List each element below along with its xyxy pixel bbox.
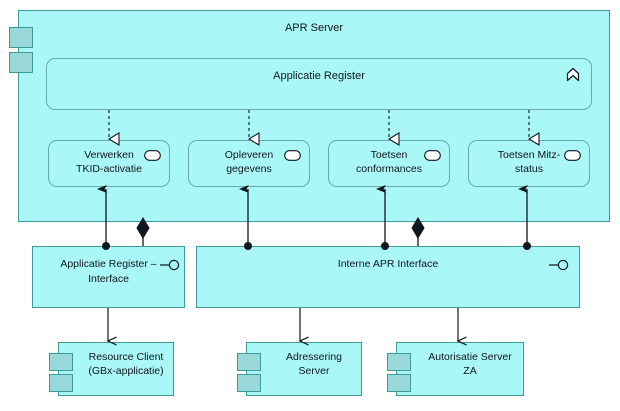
function-label-line2: gegevens: [226, 163, 272, 175]
component-label: Autorisatie Server ZA: [423, 350, 517, 378]
component-label: Adressering Server: [273, 350, 355, 378]
rounded-rect-service-icon: [424, 150, 441, 161]
lollipop-socket-icon: [549, 259, 569, 271]
interface-applicatie-register[interactable]: Applicatie Register – Interface: [32, 246, 185, 308]
component-tab-icon: [237, 353, 261, 371]
component-adressering-server[interactable]: Adressering Server: [237, 342, 362, 396]
function-label-line2: status: [514, 163, 543, 175]
function-label-line1: Opleveren: [224, 149, 274, 161]
rounded-rect-service-icon: [144, 150, 161, 161]
interface-label-line1: Applicatie Register –: [60, 258, 157, 270]
component-tab-icon: [49, 353, 73, 371]
interface-label: Applicatie Register – Interface: [41, 257, 176, 287]
chevron-up-icon: [566, 67, 580, 82]
function-label-line2: conformances: [356, 163, 422, 175]
component-label-line2: (GBx-applicatie): [88, 365, 164, 377]
assignment-connectors: [108, 308, 458, 341]
component-autorisatie-server-za[interactable]: Autorisatie Server ZA: [387, 342, 524, 396]
component-label-line2: ZA: [463, 365, 477, 377]
component-resource-client[interactable]: Resource Client (GBx-applicatie): [49, 342, 174, 396]
function-label-line2: TKID-activatie: [76, 163, 142, 175]
component-tab-icon: [9, 27, 33, 48]
function-verwerken-tkid-activatie[interactable]: Verwerken TKID-activatie: [48, 140, 170, 187]
component-label-line1: Adressering: [285, 351, 343, 363]
function-label-line1: Toetsen: [370, 149, 408, 161]
lollipop-socket-icon: [160, 259, 180, 271]
component-label-line1: Autorisatie Server: [428, 351, 512, 363]
function-toetsen-conformances[interactable]: Toetsen conformances: [328, 140, 450, 187]
function-label: Toetsen Mitz- status: [473, 148, 585, 176]
function-label-line1: Toetsen Mitz-: [497, 149, 561, 161]
applicatie-register-box[interactable]: Applicatie Register: [46, 58, 592, 110]
interface-interne-apr[interactable]: Interne APR Interface: [196, 246, 580, 308]
component-tab-icon: [387, 353, 411, 371]
function-label: Opleveren gegevens: [193, 148, 305, 176]
function-opleveren-gegevens[interactable]: Opleveren gegevens: [188, 140, 310, 187]
applicatie-register-label: Applicatie Register: [273, 70, 365, 82]
component-label-line2: Server: [298, 365, 330, 377]
function-label: Toetsen conformances: [333, 148, 445, 176]
function-label-line1: Verwerken: [84, 149, 134, 161]
function-label: Verwerken TKID-activatie: [53, 148, 165, 176]
component-label: Resource Client (GBx-applicatie): [85, 350, 167, 378]
component-tab-icon: [387, 374, 411, 392]
rounded-rect-service-icon: [564, 150, 581, 161]
component-tab-icon: [49, 374, 73, 392]
function-toetsen-mitz-status[interactable]: Toetsen Mitz- status: [468, 140, 590, 187]
interface-label: Interne APR Interface: [205, 257, 571, 272]
apr-server-label: APR Server: [284, 22, 344, 34]
interface-label-line2: Interface: [88, 273, 129, 285]
component-tab-icon: [237, 374, 261, 392]
component-tab-icon: [9, 52, 33, 73]
composition-connectors: [136, 217, 425, 246]
interface-label-line1: Interne APR Interface: [337, 258, 439, 270]
component-label-line1: Resource Client: [88, 351, 164, 363]
apr-server-component[interactable]: APR Server: [9, 10, 610, 222]
rounded-rect-service-icon: [284, 150, 301, 161]
